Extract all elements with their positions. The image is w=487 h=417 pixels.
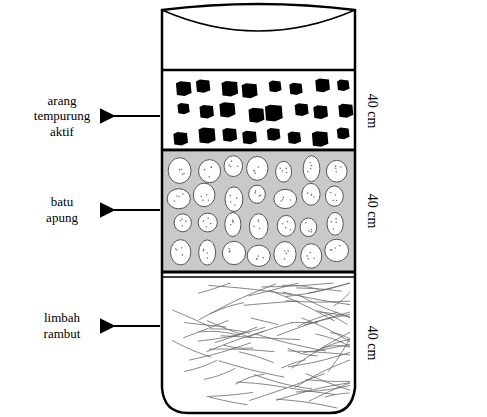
hair-fibres (172, 283, 350, 408)
leader-arrows (114, 116, 160, 326)
charcoal-pieces (173, 78, 353, 146)
dimension: 40 cm (364, 326, 380, 361)
dimension: 40 cm (364, 194, 380, 229)
column-outline (162, 4, 355, 413)
layer-label: arang tempurung aktif (22, 93, 102, 140)
dimension: 40 cm (364, 94, 380, 129)
layer-label: batu apung (37, 194, 87, 225)
pumice-stones (167, 156, 348, 269)
layer-label: limbah rambut (32, 310, 92, 341)
pumice-layer (163, 152, 354, 271)
